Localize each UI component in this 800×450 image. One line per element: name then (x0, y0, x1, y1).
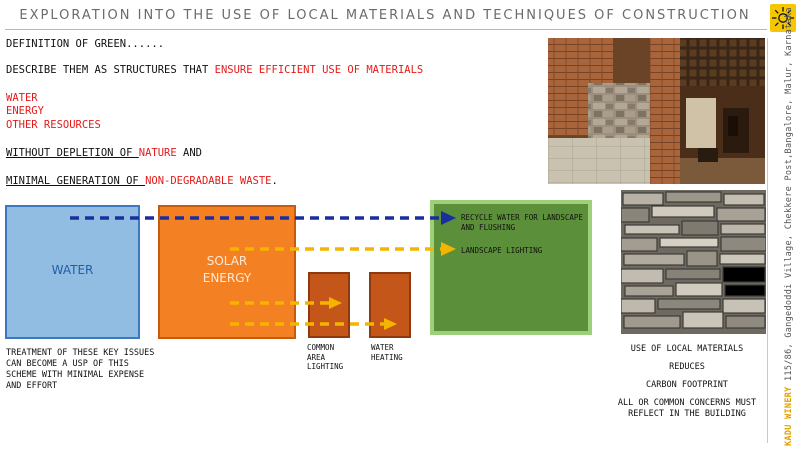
landscape-box (430, 200, 592, 335)
usp-note: TREATMENT OF THESE KEY ISSUES CAN BECOME… (6, 348, 155, 391)
page-title: EXPLORATION INTO THE USE OF LOCAL MATERI… (19, 8, 751, 23)
water-heating-label: WATER HEATING (371, 343, 403, 362)
sun-icon (770, 4, 796, 32)
title-divider (5, 29, 767, 30)
water-heating-box (369, 272, 411, 338)
interior-courtyard-photo (548, 38, 765, 184)
sidebar-address: 115/86, Gangedoddi Village, Chekkere Pos… (784, 7, 794, 387)
solar-energy-box (158, 205, 296, 339)
common-area-lighting-label: COMMON AREA LIGHTING (307, 343, 344, 371)
stone-wall-photo (621, 190, 766, 334)
resource-item: ENERGY (6, 105, 44, 117)
conclusion-line: ALL OR COMMON CONCERNS MUST REFLECT IN T… (617, 398, 757, 419)
recycle-water-label: RECYCLE WATER FOR LANDSCAPE AND FLUSHING (461, 213, 583, 232)
definition-text: . (271, 175, 278, 187)
water-box (5, 205, 140, 339)
conclusion-line: USE OF LOCAL MATERIALS (630, 344, 744, 354)
sidebar-divider (767, 38, 768, 443)
resource-item: OTHER RESOURCES (6, 119, 101, 131)
definition-highlight: NATURE (138, 147, 177, 159)
conclusion-line: REDUCES (669, 362, 705, 372)
common-area-lighting-box (308, 272, 350, 338)
solar-energy-label: SOLAR ENERGY (158, 253, 296, 287)
definition-highlight: NON-DEGRADABLE WASTE (145, 175, 272, 187)
definition-line-nature: WITHOUT DEPLETION OF NATURE AND (6, 147, 202, 159)
conclusion-line: CARBON FOOTPRINT (646, 380, 728, 390)
definition-text: MINIMAL GENERATION OF (6, 175, 146, 187)
sidebar-brand: KADU WINERY (784, 386, 794, 446)
solar-label-line: SOLAR (206, 254, 248, 268)
definition-text: AND (176, 147, 202, 159)
definition-line-waste: MINIMAL GENERATION OF NON-DEGRADABLE WAS… (6, 175, 278, 187)
resource-item: WATER (6, 92, 38, 104)
landscape-lighting-label: LANDSCAPE LIGHTING (461, 246, 543, 255)
sidebar-caption: KADU WINERY 115/86, Gangedoddi Village, … (774, 7, 794, 446)
definition-text: WITHOUT DEPLETION OF (6, 147, 139, 159)
definition-heading: DEFINITION OF GREEN...... (6, 38, 165, 50)
definition-line-materials: DESCRIBE THEM AS STRUCTURES THAT ENSURE … (6, 64, 423, 76)
solar-label-line: ENERGY (202, 271, 252, 285)
definition-text: DESCRIBE THEM AS STRUCTURES THAT (6, 64, 215, 76)
water-label: WATER (51, 263, 94, 277)
definition-highlight: ENSURE EFFICIENT USE OF MATERIALS (214, 64, 424, 76)
